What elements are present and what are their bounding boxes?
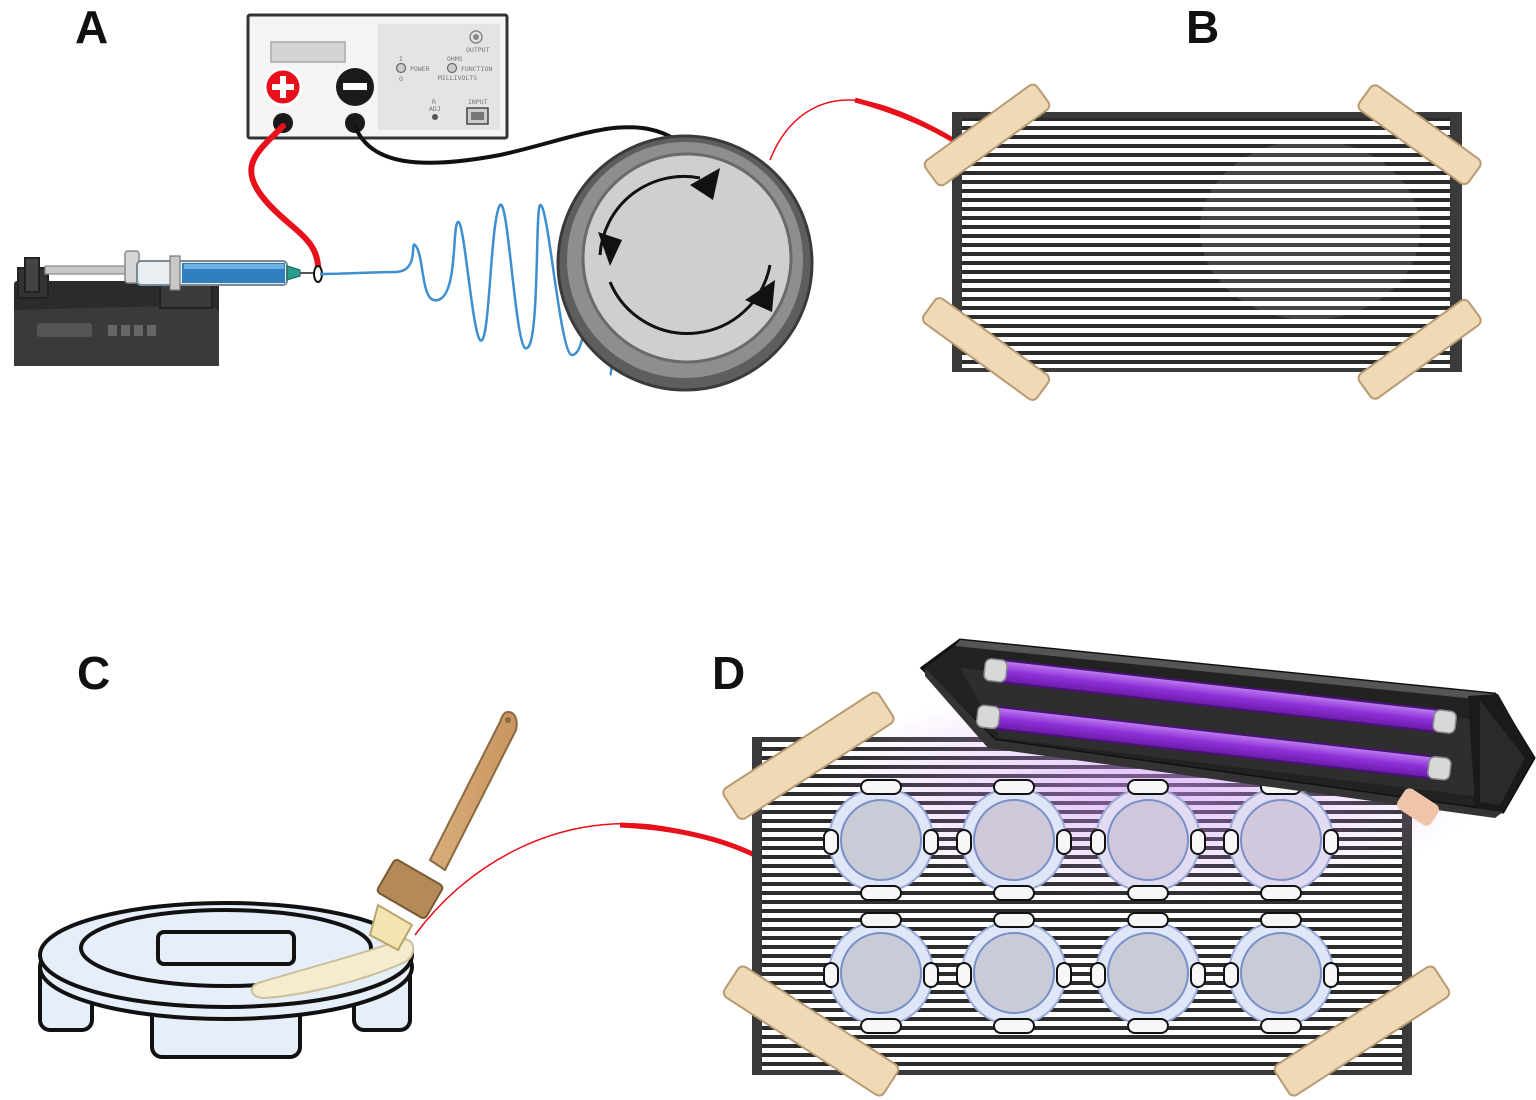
- label-r: R: [432, 98, 436, 106]
- tape-strip: [1357, 298, 1482, 400]
- well: [956, 912, 1072, 1034]
- aligned-fibers: [962, 118, 1450, 368]
- pump-button[interactable]: [147, 325, 156, 336]
- panel-label-d: D: [712, 647, 746, 699]
- label-ohms: OHMS: [447, 55, 463, 63]
- well: [1223, 912, 1339, 1034]
- label-millivolts: MILLIVOLTS: [438, 74, 477, 82]
- tape-strip: [722, 965, 900, 1097]
- label-switch-off: O: [399, 75, 403, 83]
- well: [1090, 779, 1206, 901]
- syringe-plunger: [44, 265, 131, 275]
- label-function: FUNCTION: [461, 65, 492, 73]
- label-input: INPUT: [468, 98, 488, 106]
- well: [823, 779, 939, 901]
- panel-label-b: B: [1186, 1, 1220, 53]
- rotating-collector: [556, 134, 814, 392]
- well: [823, 912, 939, 1034]
- dish-center: [156, 930, 296, 966]
- tape-strip: [923, 83, 1051, 187]
- fiber-scaffold-b: [921, 83, 1482, 401]
- uv-curing-setup: [722, 638, 1536, 1097]
- pump-button[interactable]: [121, 325, 130, 336]
- coating-setup: [38, 710, 840, 1059]
- label-adj: ADJ: [429, 105, 441, 113]
- well: [1090, 912, 1206, 1034]
- label-output: OUTPUT: [466, 46, 490, 54]
- pump-button[interactable]: [134, 325, 143, 336]
- tape-strip: [1357, 84, 1482, 186]
- pump-button[interactable]: [108, 325, 117, 336]
- label-switch-on: I: [399, 55, 403, 63]
- negative-terminal: [345, 113, 365, 133]
- power-supply: OUTPUT OHMS I POWER O FUNCTION MILLIVOLT…: [246, 13, 509, 140]
- tape-strip: [1273, 965, 1451, 1097]
- display-window: [270, 41, 346, 63]
- power-knob[interactable]: [395, 62, 407, 74]
- tape-strip: [921, 297, 1051, 401]
- syringe-pump: [14, 250, 323, 366]
- adj-knob[interactable]: [432, 114, 438, 120]
- brush: [368, 710, 518, 952]
- uv-lamp: [919, 638, 1536, 826]
- well: [956, 779, 1072, 901]
- polymer-jet: [319, 203, 614, 377]
- label-power: POWER: [410, 65, 430, 73]
- positive-cable: [248, 123, 322, 275]
- cell-wells: [823, 779, 1339, 1034]
- function-knob[interactable]: [446, 62, 458, 74]
- pump-display: [37, 323, 92, 337]
- coating-smear: [250, 938, 415, 1000]
- panel-label-a: A: [75, 1, 109, 53]
- tape-strip: [722, 691, 895, 820]
- negative-cable: [353, 124, 678, 165]
- electrospinning-setup: OUTPUT OHMS I POWER O FUNCTION MILLIVOLT…: [14, 13, 1035, 392]
- panel-label-c: C: [77, 647, 111, 699]
